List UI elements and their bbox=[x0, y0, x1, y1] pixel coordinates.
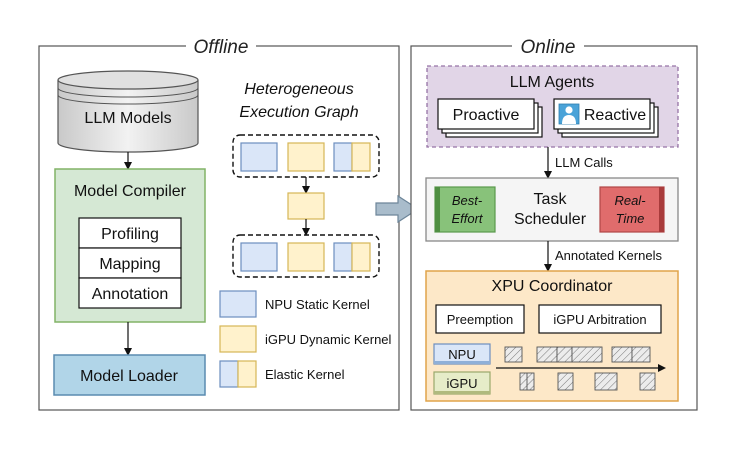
graph-npu-kernel bbox=[240, 142, 278, 172]
annotation-label: Annotation bbox=[92, 286, 169, 303]
legend: NPU Static Kernel iGPU Dynamic Kernel El… bbox=[219, 290, 392, 388]
npu-task-block bbox=[611, 346, 633, 363]
llm-calls-label: LLM Calls bbox=[555, 155, 613, 170]
annotated-kernels-label: Annotated Kernels bbox=[555, 248, 662, 263]
llm-agents-title: LLM Agents bbox=[510, 74, 595, 91]
profiling-step bbox=[78, 217, 182, 249]
npu-task-block bbox=[631, 346, 651, 363]
mapping-step bbox=[78, 247, 182, 279]
best-effort-label-1: Best- bbox=[452, 193, 483, 208]
legend-elastic-label: Elastic Kernel bbox=[265, 367, 345, 382]
igpu-task-block bbox=[557, 372, 574, 391]
model-loader-box bbox=[53, 354, 206, 396]
legend-elastic-swatch bbox=[219, 360, 257, 388]
igpu-arbitration-box bbox=[538, 304, 662, 334]
igpu-arbitration-label: iGPU Arbitration bbox=[553, 312, 646, 327]
legend-npu-label: NPU Static Kernel bbox=[265, 297, 370, 312]
annotation-step bbox=[78, 277, 182, 309]
task-scheduler-label-2: Scheduler bbox=[514, 211, 587, 228]
user-icon bbox=[558, 103, 580, 125]
graph-middle-igpu-kernel bbox=[287, 192, 325, 220]
graph-bottom-group bbox=[232, 234, 380, 278]
npu-task-block bbox=[504, 346, 523, 363]
igpu-task-block bbox=[594, 372, 618, 391]
graph-npu-kernel-2 bbox=[240, 242, 278, 272]
npu-lane-label: NPU bbox=[448, 347, 475, 362]
offline-to-online-arrow bbox=[375, 194, 420, 224]
proactive-label: Proactive bbox=[453, 107, 520, 124]
npu-task-block bbox=[571, 346, 603, 363]
npu-task-block bbox=[556, 346, 573, 363]
task-scheduler-label-1: Task bbox=[534, 191, 568, 208]
best-effort-label-2: Effort bbox=[451, 211, 483, 226]
llm-models-label: LLM Models bbox=[84, 110, 171, 127]
xpu-coordinator-title: XPU Coordinator bbox=[492, 278, 614, 295]
proactive-agent-stack: Proactive bbox=[437, 98, 543, 138]
llm-models-database: LLM Models bbox=[57, 70, 199, 153]
graph-title-line2: Execution Graph bbox=[239, 104, 358, 121]
legend-igpu-label: iGPU Dynamic Kernel bbox=[265, 332, 392, 347]
legend-npu-swatch bbox=[219, 290, 257, 318]
igpu-lane-label: iGPU bbox=[446, 376, 477, 391]
model-loader-label: Model Loader bbox=[80, 368, 179, 385]
real-time-queue bbox=[599, 186, 665, 233]
mapping-label: Mapping bbox=[99, 256, 160, 273]
graph-igpu-kernel-2 bbox=[287, 242, 325, 272]
offline-title: Offline bbox=[194, 37, 249, 58]
graph-title-line1: Heterogeneous bbox=[244, 81, 353, 98]
graph-top-group bbox=[232, 134, 380, 178]
online-title: Online bbox=[521, 37, 576, 58]
preemption-label: Preemption bbox=[447, 312, 513, 327]
best-effort-queue bbox=[434, 186, 496, 233]
graph-elastic-kernel-2 bbox=[333, 242, 371, 272]
reactive-label: Reactive bbox=[584, 107, 646, 124]
graph-igpu-kernel bbox=[287, 142, 325, 172]
real-time-label-1: Real- bbox=[614, 193, 646, 208]
profiling-label: Profiling bbox=[101, 226, 159, 243]
legend-igpu-swatch bbox=[219, 325, 257, 353]
real-time-label-2: Time bbox=[616, 211, 645, 226]
igpu-task-block bbox=[639, 372, 656, 391]
reactive-agent-stack: Reactive bbox=[553, 98, 659, 138]
npu-task-block bbox=[536, 346, 558, 363]
graph-elastic-kernel bbox=[333, 142, 371, 172]
model-compiler-title: Model Compiler bbox=[74, 183, 187, 200]
preemption-box bbox=[435, 304, 525, 334]
